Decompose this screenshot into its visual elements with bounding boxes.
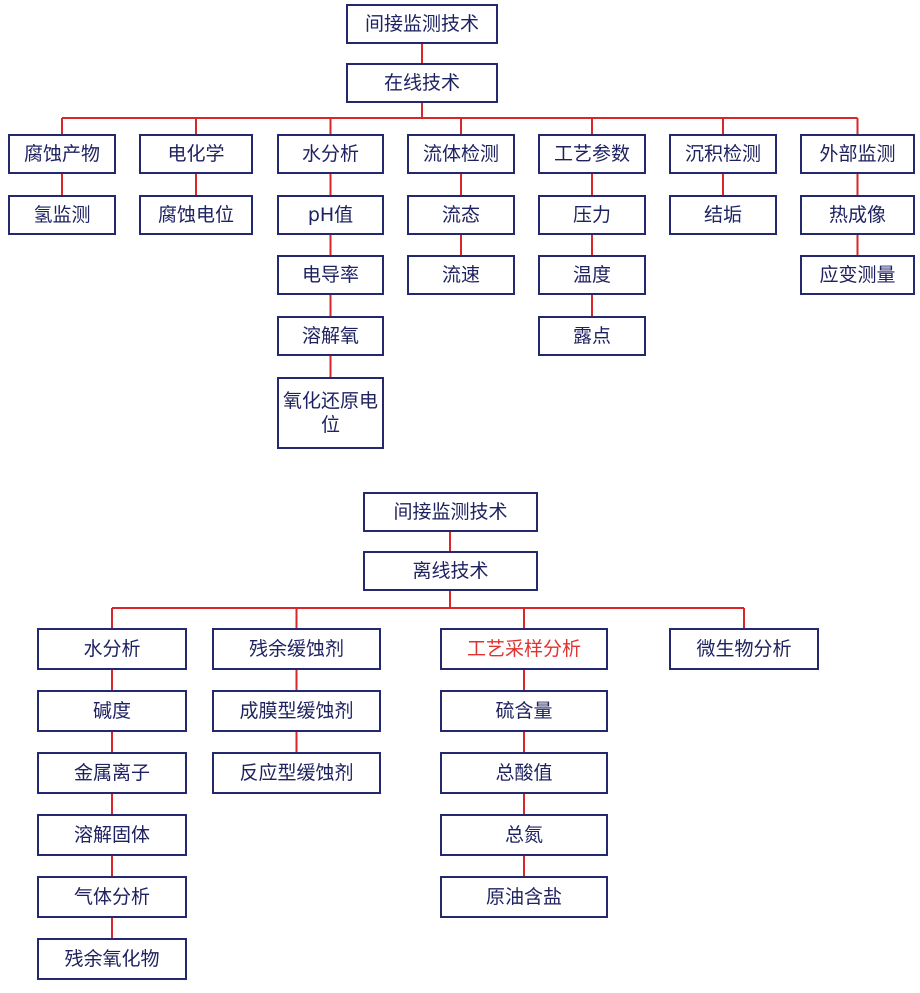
- offline-item-node: 气体分析: [37, 876, 187, 918]
- offline-root-node: 间接监测技术: [363, 492, 538, 532]
- offline-category-node: 水分析: [37, 628, 187, 670]
- online-item-node: pH值: [277, 195, 384, 235]
- offline-item-node: 碱度: [37, 690, 187, 732]
- offline-item-node: 成膜型缓蚀剂: [212, 690, 381, 732]
- online-item-node: 压力: [538, 195, 646, 235]
- offline-item-node: 总氮: [440, 814, 608, 856]
- online-item-node: 溶解氧: [277, 316, 384, 356]
- online-item-node: 热成像: [800, 195, 915, 235]
- online-root-node: 间接监测技术: [346, 4, 498, 44]
- online-category-node: 水分析: [277, 134, 384, 174]
- offline-category-node: 工艺采样分析: [440, 628, 608, 670]
- online-item-node: 腐蚀电位: [139, 195, 253, 235]
- online-item-node: 温度: [538, 255, 646, 295]
- offline-item-node: 反应型缓蚀剂: [212, 752, 381, 794]
- online-category-node: 腐蚀产物: [8, 134, 116, 174]
- online-item-node: 氧化还原电位: [277, 377, 384, 449]
- online-category-node: 外部监测: [800, 134, 915, 174]
- online-category-node: 工艺参数: [538, 134, 646, 174]
- online-item-node: 应变测量: [800, 255, 915, 295]
- online-item-node: 电导率: [277, 255, 384, 295]
- online-item-node: 流态: [407, 195, 515, 235]
- online-subroot-node: 在线技术: [346, 63, 498, 103]
- offline-item-node: 溶解固体: [37, 814, 187, 856]
- offline-subroot-node: 离线技术: [363, 551, 538, 591]
- online-category-node: 电化学: [139, 134, 253, 174]
- online-item-node: 露点: [538, 316, 646, 356]
- offline-item-node: 金属离子: [37, 752, 187, 794]
- offline-category-node: 残余缓蚀剂: [212, 628, 381, 670]
- offline-item-node: 原油含盐: [440, 876, 608, 918]
- online-item-node: 氢监测: [8, 195, 116, 235]
- offline-item-node: 残余氧化物: [37, 938, 187, 980]
- offline-item-node: 总酸值: [440, 752, 608, 794]
- offline-item-node: 硫含量: [440, 690, 608, 732]
- offline-category-node: 微生物分析: [669, 628, 819, 670]
- online-item-node: 结垢: [669, 195, 777, 235]
- online-item-node: 流速: [407, 255, 515, 295]
- online-category-node: 流体检测: [407, 134, 515, 174]
- online-category-node: 沉积检测: [669, 134, 777, 174]
